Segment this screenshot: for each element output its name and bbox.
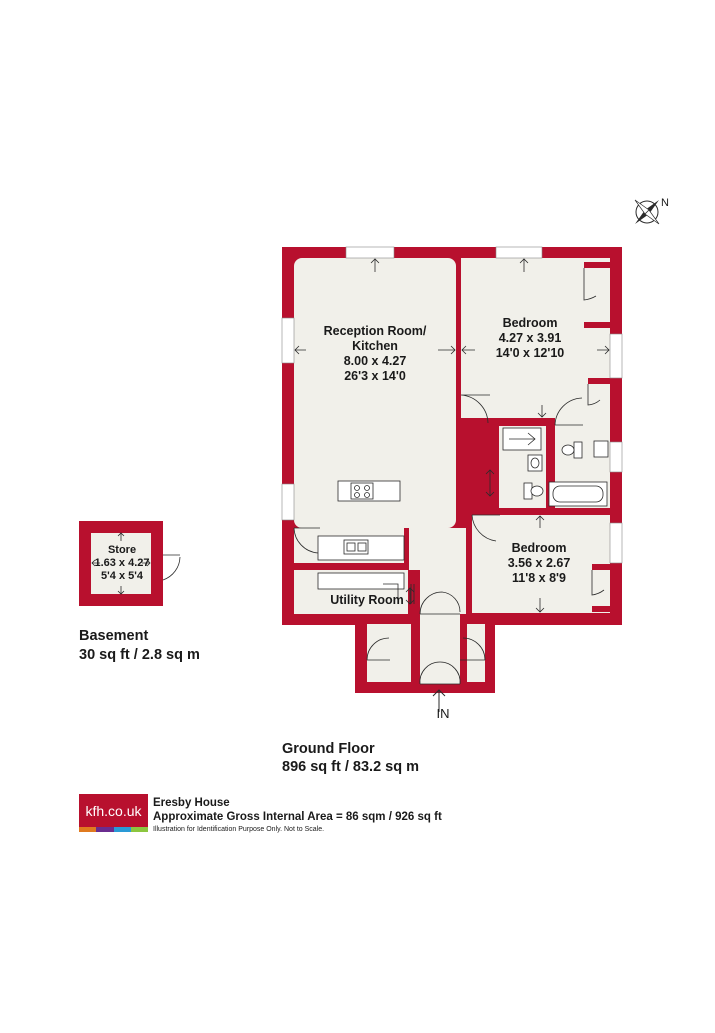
- room-label-bedroom1-name: Bedroom: [503, 316, 558, 330]
- entrance-arrow-icon: [432, 689, 446, 712]
- ground-floor-plan: Reception Room/ Kitchen 8.00 x 4.27 26'3…: [281, 246, 623, 775]
- basement-area: 30 sq ft / 2.8 sq m: [79, 647, 200, 663]
- internal-wall: [461, 457, 472, 475]
- bedroom-1-floor: [460, 258, 610, 418]
- room-label-bedroom1-metric: 4.27 x 3.91: [499, 331, 562, 345]
- compass-north-label: N: [661, 197, 669, 209]
- wardrobe-wall: [592, 606, 610, 612]
- hob-icon: [350, 482, 374, 500]
- compass: N: [634, 197, 669, 225]
- window: [281, 317, 295, 364]
- internal-wall: [456, 258, 461, 423]
- opening-arrow: [142, 559, 151, 567]
- internal-wall: [546, 418, 555, 508]
- washbasin-icon: [527, 454, 543, 472]
- room-label-utility: Utility Room: [330, 593, 404, 607]
- logo-color-bar: [131, 827, 148, 832]
- ground-floor-title: Ground Floor: [282, 741, 375, 757]
- utility-fittings: [383, 583, 415, 604]
- internal-wall: [456, 423, 466, 475]
- basement-title: Basement: [79, 628, 148, 644]
- wardrobe-wall: [592, 564, 610, 570]
- bedroom-2-floor: [472, 515, 610, 613]
- ensuite-toilet-icon: [561, 441, 583, 459]
- logo-color-bar: [114, 827, 131, 832]
- room-label-reception-name2: Kitchen: [352, 339, 398, 353]
- entrance-label: IN: [437, 706, 450, 721]
- footer: kfh.co.uk Eresby House Approximate Gross…: [79, 794, 442, 833]
- basement-plan: Store 1.63 x 4.27 5'4 x 5'4 Basement 30 …: [79, 521, 200, 663]
- store-label-imperial: 5'4 x 5'4: [101, 570, 144, 582]
- room-label-bedroom2-name: Bedroom: [512, 541, 567, 555]
- room-label-reception-imperial: 26'3 x 14'0: [344, 369, 406, 383]
- wardrobe-wall: [584, 322, 610, 328]
- compass-rose-icon: [634, 199, 660, 225]
- logo-color-bar: [96, 827, 114, 832]
- internal-wall: [411, 614, 420, 684]
- utility-worktop: [317, 572, 405, 590]
- logo-text: kfh.co.uk: [85, 803, 142, 819]
- opening-arrow: [117, 586, 125, 595]
- store-label-name: Store: [108, 544, 136, 556]
- wardrobe-wall: [584, 262, 610, 268]
- toilet-icon: [523, 482, 544, 500]
- store-label-metric: 1.63 x 4.27: [94, 557, 149, 569]
- entrance-lobby-floor: [420, 614, 460, 684]
- disclaimer: Illustration for Identification Purpose …: [153, 826, 324, 833]
- bathtub-icon: [548, 481, 608, 507]
- sink-icon: [343, 539, 369, 555]
- window: [609, 441, 623, 473]
- kfh-logo: kfh.co.uk: [79, 794, 148, 832]
- room-label-reception-metric: 8.00 x 4.27: [344, 354, 407, 368]
- shower-arrow-icon: [509, 432, 536, 446]
- room-label-bedroom2-imperial: 11'8 x 8'9: [512, 571, 566, 585]
- window: [609, 333, 623, 379]
- room-label-bedroom1-imperial: 14'0 x 12'10: [496, 346, 565, 360]
- ground-floor-area: 896 sq ft / 83.2 sq m: [282, 759, 419, 775]
- lobby-cupboard-right-floor: [467, 624, 485, 682]
- ensuite-basin: [593, 440, 609, 458]
- gross-internal-area: Approximate Gross Internal Area = 86 sqm…: [153, 811, 442, 823]
- opening-arrows: [294, 258, 610, 613]
- window: [609, 522, 623, 564]
- internal-wall: [466, 475, 472, 615]
- wardrobe-wall: [588, 378, 610, 384]
- internal-wall: [472, 508, 610, 515]
- internal-wall: [404, 528, 409, 570]
- opening-arrow: [117, 532, 125, 541]
- reception-room-floor: [294, 258, 456, 528]
- window: [281, 483, 295, 521]
- room-label-reception-name: Reception Room/: [324, 324, 427, 338]
- internal-wall: [460, 614, 467, 684]
- property-name: Eresby House: [153, 797, 230, 809]
- store-door: [162, 554, 181, 581]
- internal-wall: [294, 563, 408, 570]
- lobby-cupboard-left-floor: [367, 624, 411, 682]
- opening-arrow: [91, 559, 100, 567]
- internal-wall: [489, 418, 499, 508]
- room-label-bedroom2-metric: 3.56 x 2.67: [508, 556, 571, 570]
- window: [495, 246, 543, 259]
- logo-color-bar: [79, 827, 96, 832]
- window: [345, 246, 395, 259]
- doors: [293, 268, 605, 685]
- internal-wall: [489, 418, 555, 426]
- store-floor: [91, 533, 151, 594]
